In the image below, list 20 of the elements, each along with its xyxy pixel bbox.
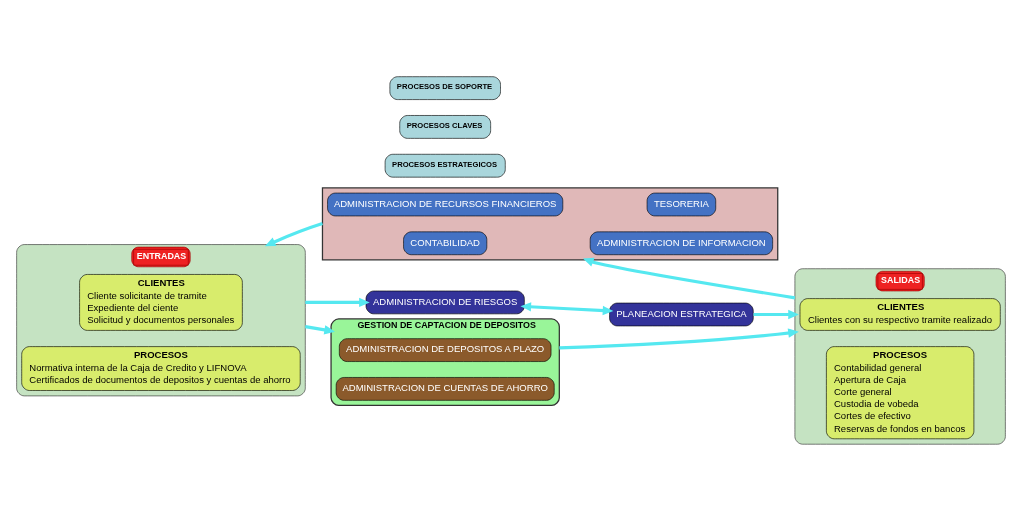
cluster: [321, 187, 778, 261]
node-box: TESORERIA: [646, 192, 716, 217]
node-box: CONTABILIDAD: [402, 231, 487, 256]
node-box: CLIENTES Cliente solicitante de tramite Expediente del ciente Solicitud y documentos personales: [78, 274, 243, 331]
node-box: PLANEACION ESTRATEGICA: [608, 302, 754, 327]
arrow: [582, 257, 795, 300]
node-box: ADMINISTRACION DE CUENTAS DE AHORRO: [335, 377, 555, 401]
arrow: [519, 302, 613, 316]
node-box: ADMINISTRACION DE DEPOSITOS A PLAZO: [338, 338, 551, 362]
arrow: [558, 328, 799, 350]
node-box: PROCESOS Contabilidad general Apertura de Caja Corte general Custodia de vobeda Cortes de efectivo Reservas de fondos en bancos: [825, 346, 974, 440]
arrow: [264, 222, 323, 247]
arrow: [304, 297, 370, 308]
node-box: PROCESOS Normativa interna de la Caja de Credito y LIFNOVA Certificados de documentos de depositos y cuentas de ahorro: [20, 346, 301, 391]
arrow: [753, 309, 799, 320]
node-box: ADMINISTRACION DE INFORMACION: [589, 231, 773, 256]
node-box: CLIENTES Clientes con su respectivo tramite realizado: [799, 298, 1001, 331]
arrow: [304, 325, 335, 335]
node-box: ADMINISTRACION DE RECURSOS FINANCIEROS: [326, 192, 563, 217]
node-box: ADMINISTRACION DE RIESGOS: [365, 290, 525, 315]
